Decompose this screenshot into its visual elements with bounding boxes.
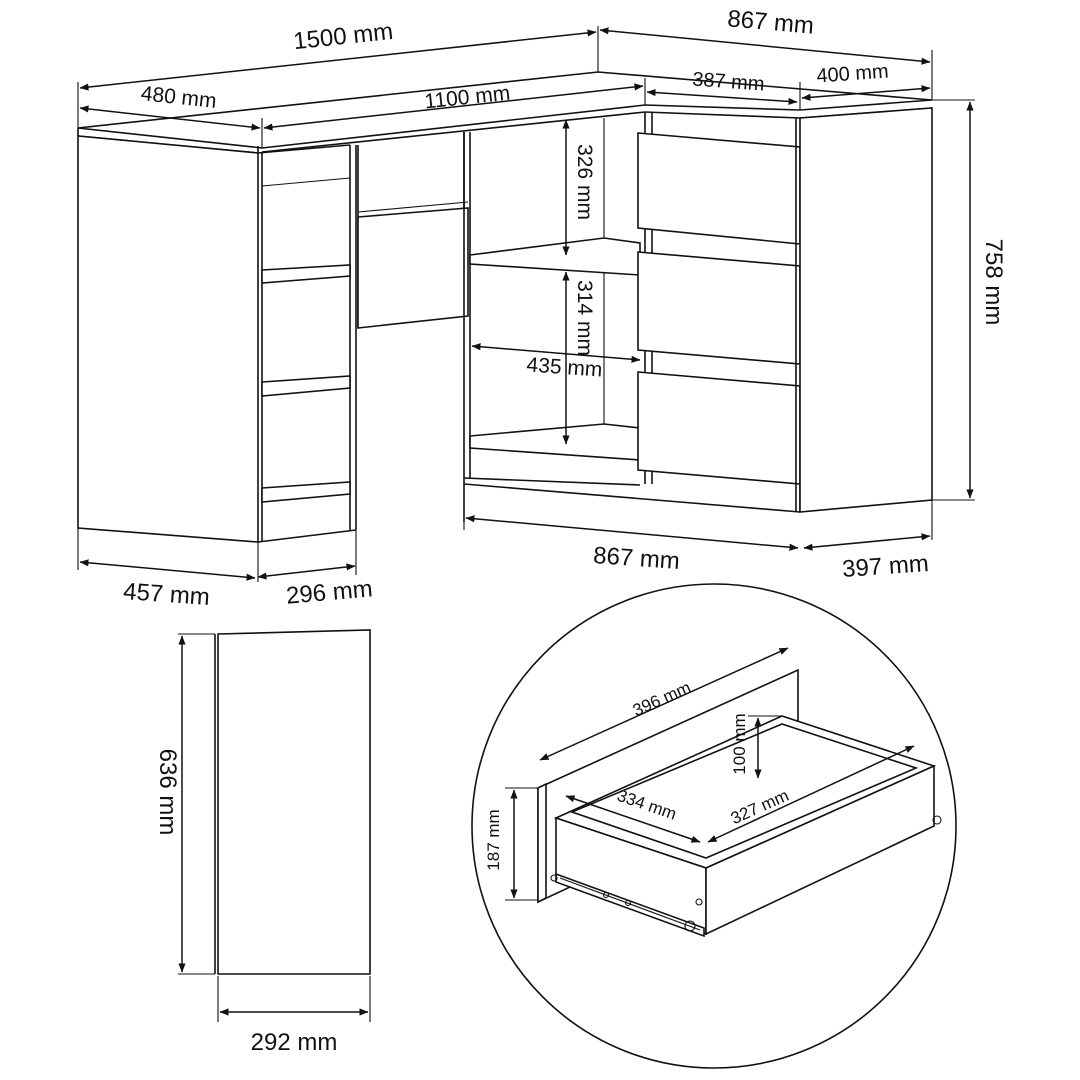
dim-line-total-depth xyxy=(599,27,931,65)
label-base-shelf: 296 mm xyxy=(285,575,374,609)
desk-dimension-labels: 1500 mm 867 mm 480 mm 1100 mm 387 mm 400… xyxy=(122,5,1007,611)
label-right-inner-width: 387 mm xyxy=(692,69,766,96)
dim-line-base-left xyxy=(79,559,256,581)
drawer-chest xyxy=(637,112,801,512)
desk-dimension-lines xyxy=(77,26,975,582)
dim-line-base-right xyxy=(803,533,931,551)
dim-line-base-shelf xyxy=(257,563,356,580)
label-panel-height: 636 mm xyxy=(154,749,181,836)
label-base-right: 397 mm xyxy=(841,550,929,583)
label-drawer-front-width: 396 mm xyxy=(630,678,694,720)
label-left-top-depth: 480 mm xyxy=(140,82,218,113)
label-panel-width: 292 mm xyxy=(251,1029,338,1056)
side-panel-detail: 636 mm 292 mm xyxy=(154,629,371,1056)
left-shelf-unit xyxy=(257,144,357,543)
drawer-detail: 396 mm 100 mm 334 mm 327 mm 187 mm xyxy=(471,583,957,1069)
dim-line-drawer-front-width xyxy=(539,647,789,761)
label-drawer-inner-height: 100 mm xyxy=(730,713,749,774)
label-height: 758 mm xyxy=(980,239,1007,326)
label-compartment-width: 435 mm xyxy=(526,353,603,381)
dim-line-total-length xyxy=(79,29,597,91)
dim-line-right-side-depth xyxy=(801,85,931,101)
label-total-length: 1500 mm xyxy=(292,18,394,55)
side-panel xyxy=(217,629,371,975)
center-drawer xyxy=(357,132,469,329)
label-total-depth: 867 mm xyxy=(726,5,815,39)
right-side-panel xyxy=(799,107,933,513)
dim-line-compartment-width xyxy=(471,343,641,363)
dim-line-drawer-inner-depth xyxy=(565,795,701,843)
dim-line-base-front xyxy=(465,515,799,551)
left-cabinet-side xyxy=(77,135,259,543)
label-upper-compartment: 326 mm xyxy=(573,144,596,220)
label-lower-compartment: 314 mm xyxy=(573,280,596,356)
drawer-slide-rail xyxy=(550,872,705,938)
label-right-side-depth: 400 mm xyxy=(816,61,890,88)
label-base-left: 457 mm xyxy=(122,578,210,611)
label-drawer-front-height: 187 mm xyxy=(484,809,503,870)
label-base-front: 867 mm xyxy=(592,542,680,575)
drawer-detail-circle xyxy=(471,583,957,1069)
dim-line-right-inner-width xyxy=(646,88,798,106)
right-open-cabinet xyxy=(463,118,801,522)
dim-line-drawer-inner-width xyxy=(707,745,915,843)
corner-desk xyxy=(77,71,933,543)
dim-line-desk-top-length xyxy=(263,83,644,131)
dim-line-left-top-depth xyxy=(79,105,261,131)
